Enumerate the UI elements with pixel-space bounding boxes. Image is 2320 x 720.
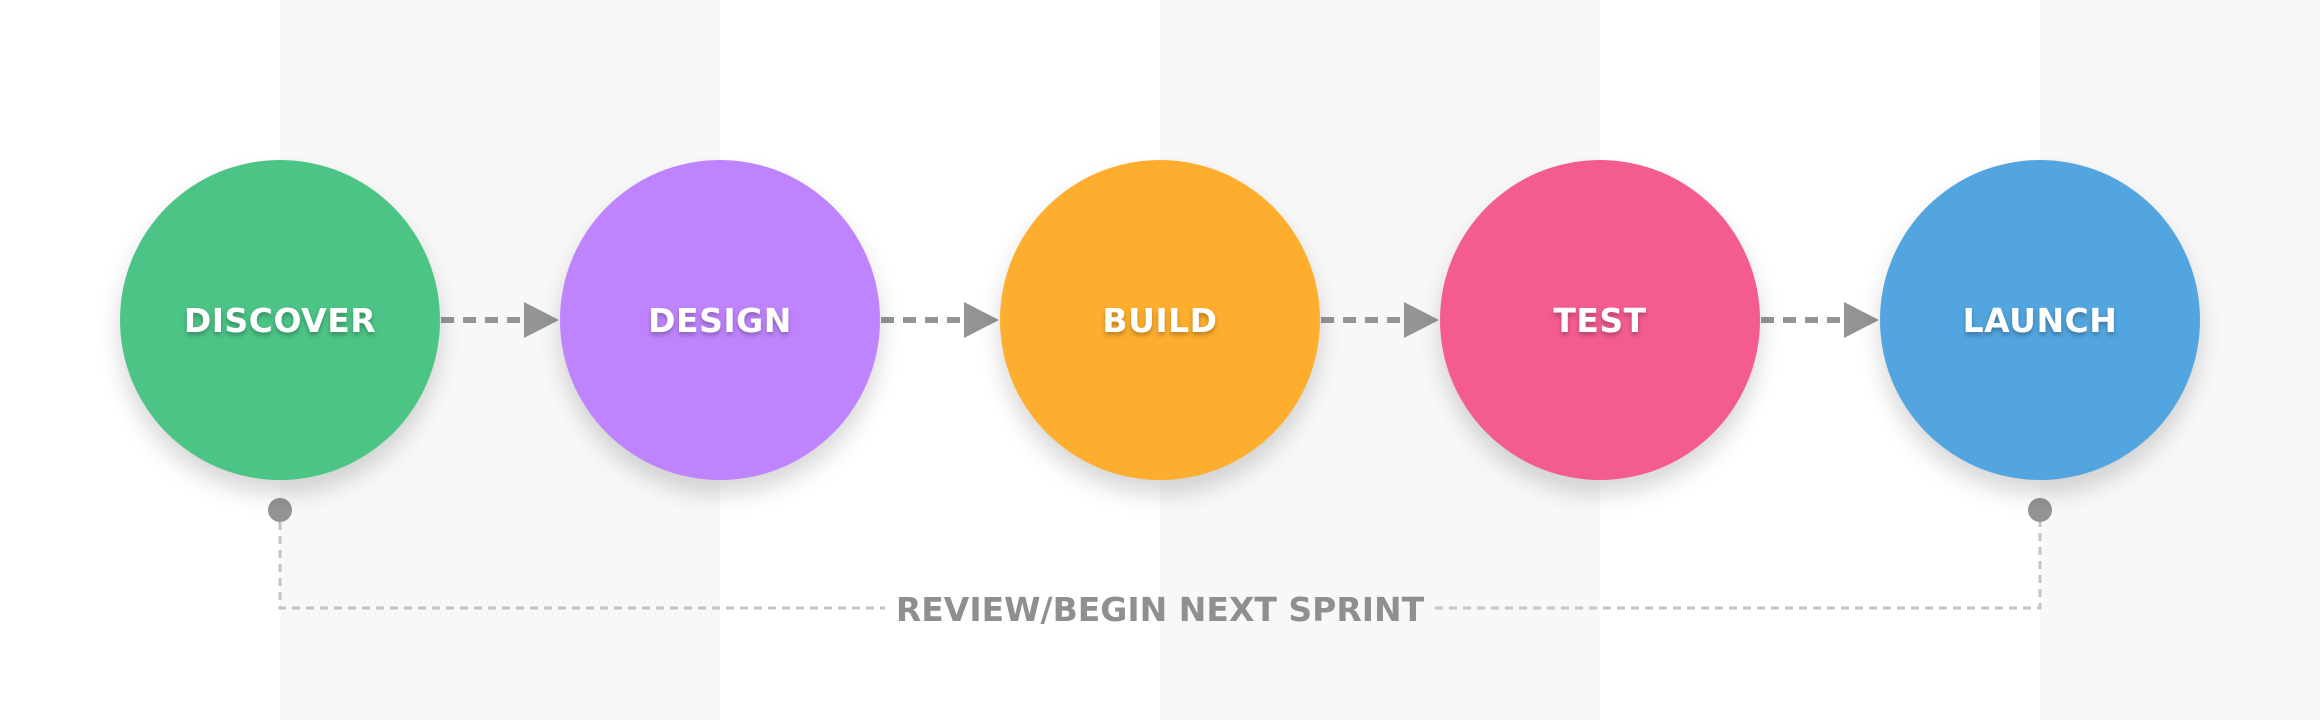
stage-design: DESIGN bbox=[560, 160, 880, 480]
review-loop-label: REVIEW/BEGIN NEXT SPRINT bbox=[895, 590, 1425, 629]
flow-arrow-design-build bbox=[881, 302, 999, 338]
review-loop-connector bbox=[268, 498, 2052, 610]
stage-label: DISCOVER bbox=[183, 300, 377, 340]
flow-arrow-build-test bbox=[1321, 302, 1439, 338]
stage-launch: LAUNCH bbox=[1880, 160, 2200, 480]
loop-endpoint-dot bbox=[2028, 498, 2052, 522]
stage-label: LAUNCH bbox=[1962, 300, 2118, 340]
stage-discover: DISCOVER bbox=[120, 160, 440, 480]
loop-endpoint-dot bbox=[268, 498, 292, 522]
stage-label: TEST bbox=[1553, 300, 1647, 340]
stage-label: DESIGN bbox=[648, 300, 792, 340]
stage-label: BUILD bbox=[1102, 300, 1218, 340]
stage-test: TEST bbox=[1440, 160, 1760, 480]
flow-arrow-discover-design bbox=[441, 302, 559, 338]
flow-arrow-test-launch bbox=[1761, 302, 1879, 338]
stage-build: BUILD bbox=[1000, 160, 1320, 480]
